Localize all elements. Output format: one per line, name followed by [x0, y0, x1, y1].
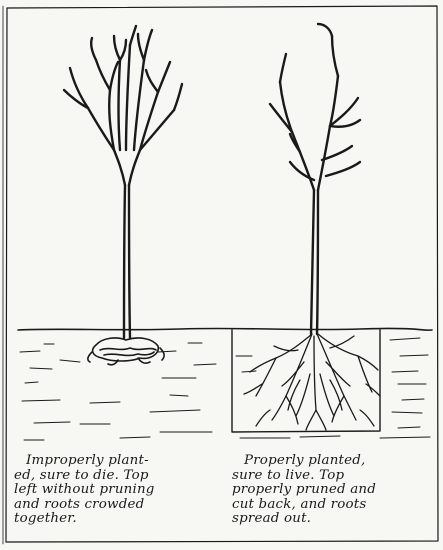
planting-hole-outline [232, 330, 380, 432]
left-roots-crowded [88, 338, 164, 365]
caption-properly-planted: Properly planted, sure to live. Top prop… [232, 454, 432, 527]
right-roots-spread [244, 334, 380, 430]
right-tree [270, 24, 360, 334]
soil-hatching [20, 338, 430, 440]
caption-improperly-planted: Improperly plant- ed, sure to die. Top l… [14, 454, 214, 527]
ground-line [18, 328, 432, 330]
left-tree [64, 26, 182, 338]
